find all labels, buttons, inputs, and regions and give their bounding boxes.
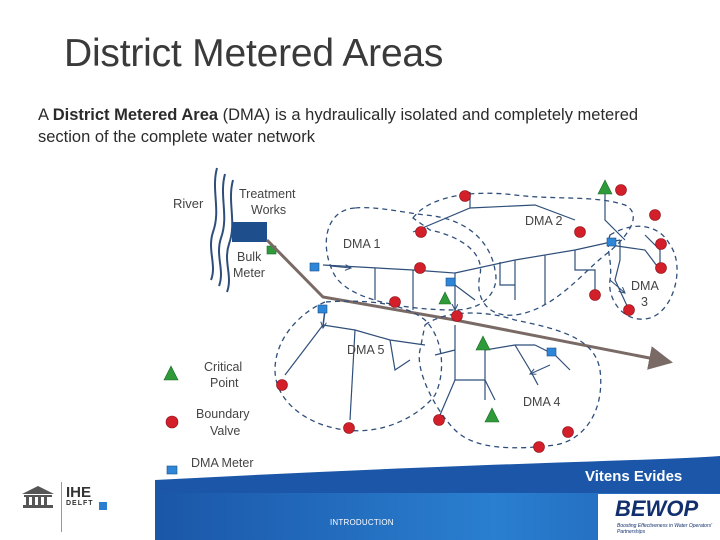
logo-divider <box>61 482 62 532</box>
treatment-works <box>232 222 267 242</box>
boundary-valve-icon <box>655 238 667 250</box>
dma3-label-1: DMA <box>631 279 659 293</box>
boundary-valve-icon <box>562 426 574 438</box>
boundary-valve-icon <box>615 184 627 196</box>
intro-text: A District Metered Area (DMA) is a hydra… <box>38 104 678 148</box>
dma-meter-icon <box>317 304 328 314</box>
vitens-evides-logo: Vitens Evides <box>585 468 683 485</box>
intro-pre: A <box>38 106 53 124</box>
boundary-valve-icon <box>574 226 586 238</box>
slide-title: District Metered Areas <box>64 32 444 75</box>
critical-points <box>438 179 613 423</box>
treatment-label-1: Treatment <box>239 187 296 201</box>
legend-critical-icon <box>163 365 179 381</box>
legend-boundary-2: Valve <box>210 424 240 438</box>
footer-section-label: INTRODUCTION <box>330 518 394 527</box>
ihe-logo-text: IHE <box>66 484 92 501</box>
dma-meter-icon <box>309 262 320 272</box>
ihe-square-icon <box>99 502 107 510</box>
boundary-valve-icon <box>276 379 288 391</box>
boundary-valves <box>276 184 667 453</box>
dma-meter-icon <box>445 277 456 287</box>
boundary-valve-icon <box>623 304 635 316</box>
boundary-valve-icon <box>655 262 667 274</box>
critical-point-icon <box>438 291 452 305</box>
dma-diagram: River Treatment Works Bulk Meter <box>155 167 720 495</box>
dma2-label: DMA 2 <box>525 214 563 228</box>
boundary-valve-icon <box>415 226 427 238</box>
boundary-valve-icon <box>414 262 426 274</box>
boundary-valve-icon <box>589 289 601 301</box>
river-label: River <box>173 196 204 211</box>
legend-meter-icon <box>166 465 178 475</box>
boundary-valve-icon <box>433 414 445 426</box>
dma-meter-icon <box>546 347 557 357</box>
river-lines <box>210 167 234 293</box>
dma-meter-icon <box>606 237 617 247</box>
intro-bold-term: District Metered Area <box>52 106 219 124</box>
legend-boundary-1: Boundary <box>196 407 250 421</box>
ihe-logo-sub: DELFT <box>66 500 94 507</box>
bulk-label-1: Bulk <box>237 250 262 264</box>
intro-post: (DMA) is a hydraulically isolated and co… <box>38 106 639 146</box>
boundary-valve-icon <box>343 422 355 434</box>
unesco-temple-icon <box>22 486 54 508</box>
dma-meters <box>309 237 617 357</box>
critical-point-icon <box>484 407 500 423</box>
boundary-valve-icon <box>389 296 401 308</box>
legend-critical-2: Point <box>210 376 239 390</box>
legend-critical-1: Critical <box>204 360 242 374</box>
bewop-logo-box <box>598 494 720 540</box>
critical-point-icon <box>475 335 491 351</box>
boundary-valve-icon <box>459 190 471 202</box>
boundary-valve-icon <box>649 209 661 221</box>
legend-meter-label: DMA Meter <box>191 456 254 470</box>
bewop-logo: BEWOP <box>615 496 699 521</box>
dma5-label: DMA 5 <box>347 343 385 357</box>
boundary-valve-icon <box>533 441 545 453</box>
critical-point-icon <box>597 179 613 195</box>
dma4-label: DMA 4 <box>523 395 561 409</box>
bulk-label-2: Meter <box>233 266 265 280</box>
trunk-main <box>265 238 673 370</box>
ground-strip <box>155 456 720 495</box>
partner-logos-left <box>0 478 150 540</box>
boundary-valve-icon <box>451 310 463 322</box>
legend-boundary-icon <box>165 415 179 429</box>
dma-pipes <box>284 190 661 421</box>
dma1-label: DMA 1 <box>343 237 381 251</box>
bewop-tagline: Boosting Effectiveness in Water Operator… <box>617 523 713 535</box>
flow-arrows <box>323 266 625 374</box>
treatment-label-2: Works <box>251 203 286 217</box>
dma3-label-2: 3 <box>641 295 648 309</box>
